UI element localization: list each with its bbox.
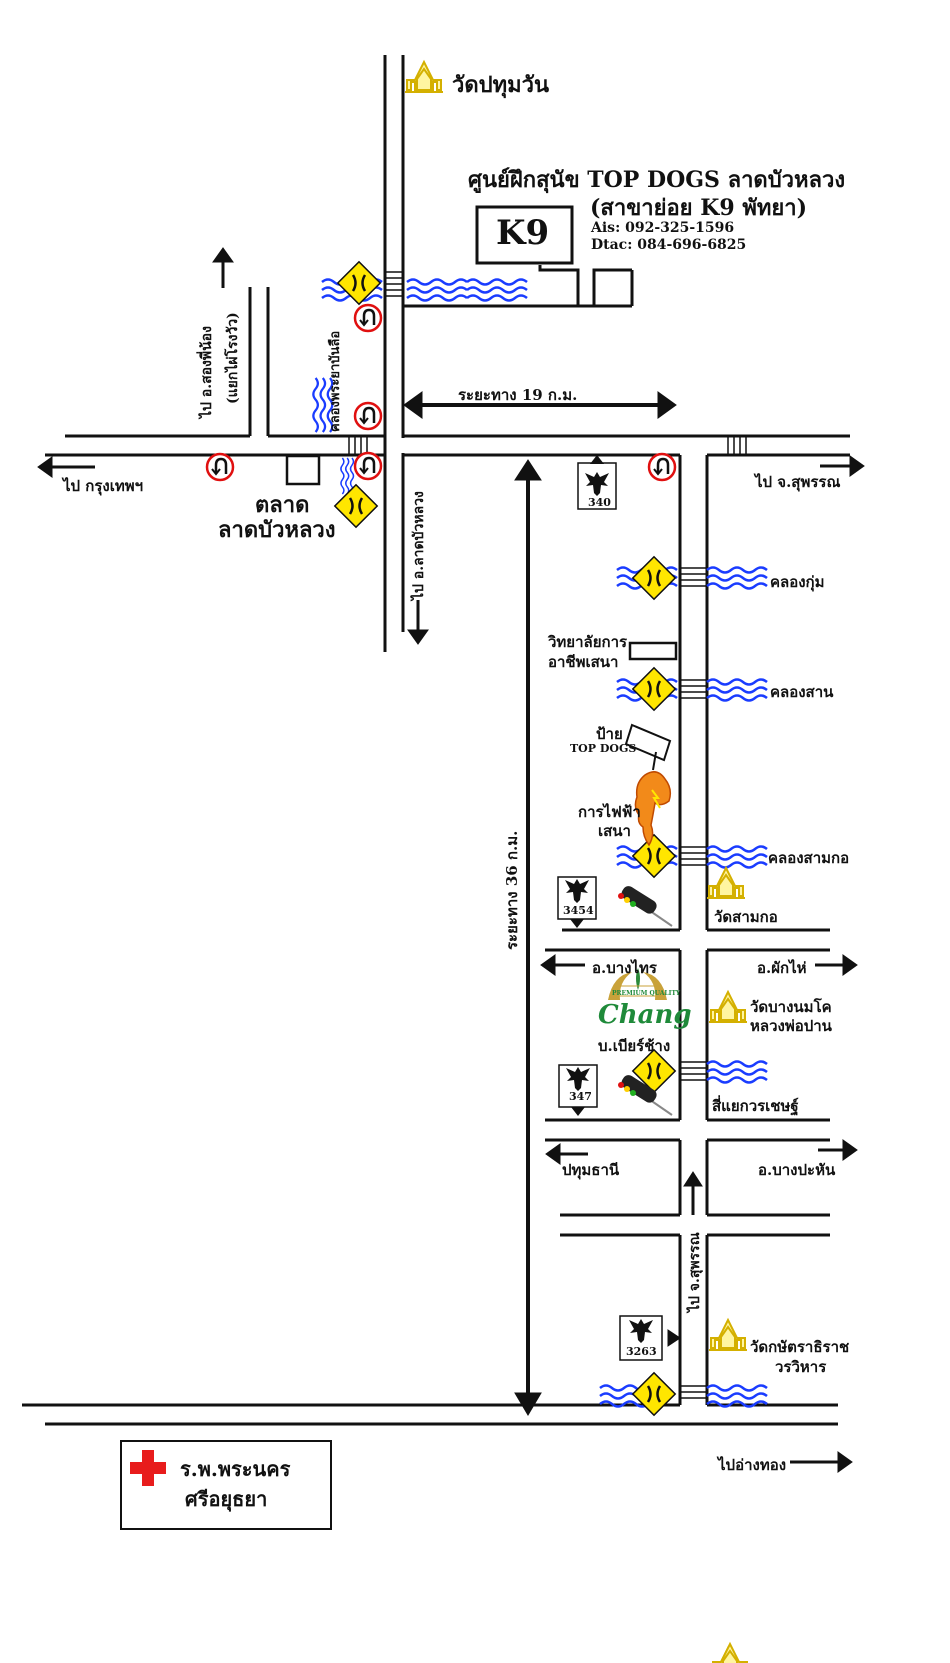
wat-kasat-label-2: วรวิหาร (775, 1358, 827, 1376)
hospital-label-2: ศรีอยุธยา (185, 1487, 268, 1511)
bang-pahan-label: อ.บางปะหัน (758, 1161, 836, 1179)
red-cross-icon (130, 1450, 166, 1486)
k9-box (475, 205, 574, 265)
wat-pathum-label: วัดปทุมวัน (452, 72, 550, 98)
route-3454-label: 3454 (563, 904, 594, 917)
lat-bua-luang-label: ไป อ.ลาดบัวหลวง (411, 491, 427, 600)
title-line2: (สาขาย่อย K9 พัทยา) (590, 195, 807, 221)
route-shields (557, 455, 663, 1361)
temple-kasat-icon (708, 1319, 748, 1351)
market-label-2: ลาดบัวหลวง (218, 517, 336, 543)
hospital-label-1: ร.พ.พระนคร (180, 1457, 291, 1481)
chang-small-label: PREMIUM QUALITY (612, 990, 681, 997)
title-line1: ศูนย์ฝึกสุนัข TOP DOGS ลาดบัวหลวง (468, 167, 846, 193)
electric-label-1: การไฟฟ้า (578, 803, 641, 821)
traffic-light-icons (618, 882, 673, 1116)
route-347-label: 347 (569, 1090, 592, 1103)
college-label-2: อาชีพเสนา (548, 653, 619, 671)
wat-kasat-label-1: วัดกษัตราธิราช (750, 1338, 850, 1356)
song-phi-nong-sub-label: (แยกไผ่โรงวัว) (225, 312, 241, 404)
wat-sam-ko-label: วัดสามกอ (714, 908, 778, 926)
chang-label: Chang (598, 1000, 692, 1030)
sign-label-2: TOP DOGS (570, 742, 637, 755)
college-box (628, 641, 678, 661)
bang-sai-label: อ.บางไทร (592, 959, 657, 977)
wat-bang-nom-label-2: หลวงพ่อปาน (750, 1017, 832, 1035)
pathum-thani-label: ปทุมธานี (562, 1161, 620, 1179)
distance-19-label: ระยะทาง 19 ก.ม. (458, 386, 578, 404)
chang-company-label: บ.เบียร์ช้าง (598, 1037, 671, 1055)
bangkok-label: ไป กรุงเทพฯ (63, 477, 144, 495)
college-label-1: วิทยาลัยการ (548, 633, 628, 651)
canal-kum-label: คลองกุ่ม (770, 573, 825, 591)
distance-36-label: ระยะทาง 36 ก.ม. (503, 830, 521, 950)
hospital-box (120, 1440, 332, 1530)
market-box (285, 454, 321, 486)
electric-authority-icon (634, 771, 672, 847)
ang-thong-label: ไปอ่างทอง (718, 1456, 787, 1474)
canal-phraya-label: คลองพระยาบันลือ (328, 330, 343, 432)
wat-bang-nom-label-1: วัดบางนมโค (750, 998, 832, 1016)
route-340-label: 340 (588, 496, 611, 509)
route-3263-label: 3263 (626, 1345, 657, 1358)
sign-label-1: ป้าย (596, 725, 623, 743)
canal-san-label: คลองสาน (770, 683, 834, 701)
signboard-icon (624, 723, 672, 771)
phak-hai-label: อ.ผักไห่ (757, 959, 807, 977)
suphan-top-label: ไป จ.สุพรรณ (755, 473, 841, 491)
phone-ais: Ais: 092-325-1596 (591, 220, 735, 236)
chang-logo-icon (608, 968, 667, 1000)
varavet-label: สี่แยกวรเชษฐ์ (712, 1097, 799, 1115)
k9-label: K9 (496, 213, 550, 253)
suphan-bottom-label: ไป จ.สุพรรณ (687, 1232, 703, 1312)
phone-dtac: Dtac: 084-696-6825 (591, 237, 747, 253)
market-label-1: ตลาด (255, 492, 310, 518)
song-phi-nong-label: ไป อ.สองพี่น้อง (199, 326, 215, 418)
canal-sam-ko-label: คลองสามกอ (768, 849, 850, 867)
electric-label-2: เสนา (598, 822, 631, 840)
